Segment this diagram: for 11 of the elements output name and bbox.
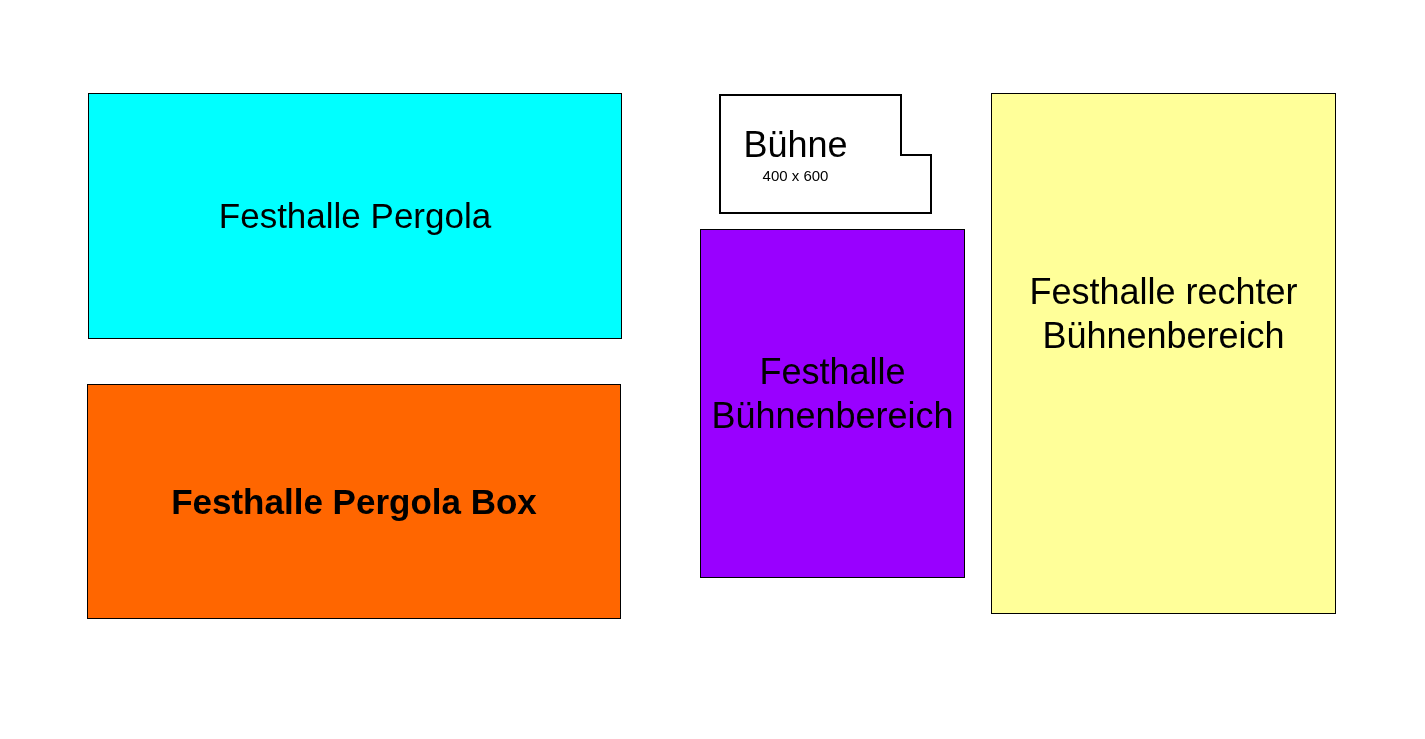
area-label: Festhalle Pergola Box: [171, 480, 537, 523]
area-zone: [87, 384, 621, 619]
area-label: Bühne: [743, 123, 848, 167]
dimension-text: 400 x 600: [762, 166, 829, 185]
stage-area: [719, 94, 932, 214]
area-zone: [991, 93, 1336, 614]
area-label: Festhalle Pergola: [218, 195, 492, 237]
area-zone: [700, 229, 965, 578]
area-zone: [88, 93, 622, 339]
area-label: Festhalle Bühnenbereich: [710, 350, 955, 437]
area-label: Festhalle rechter Bühnenbereich: [1028, 270, 1299, 357]
